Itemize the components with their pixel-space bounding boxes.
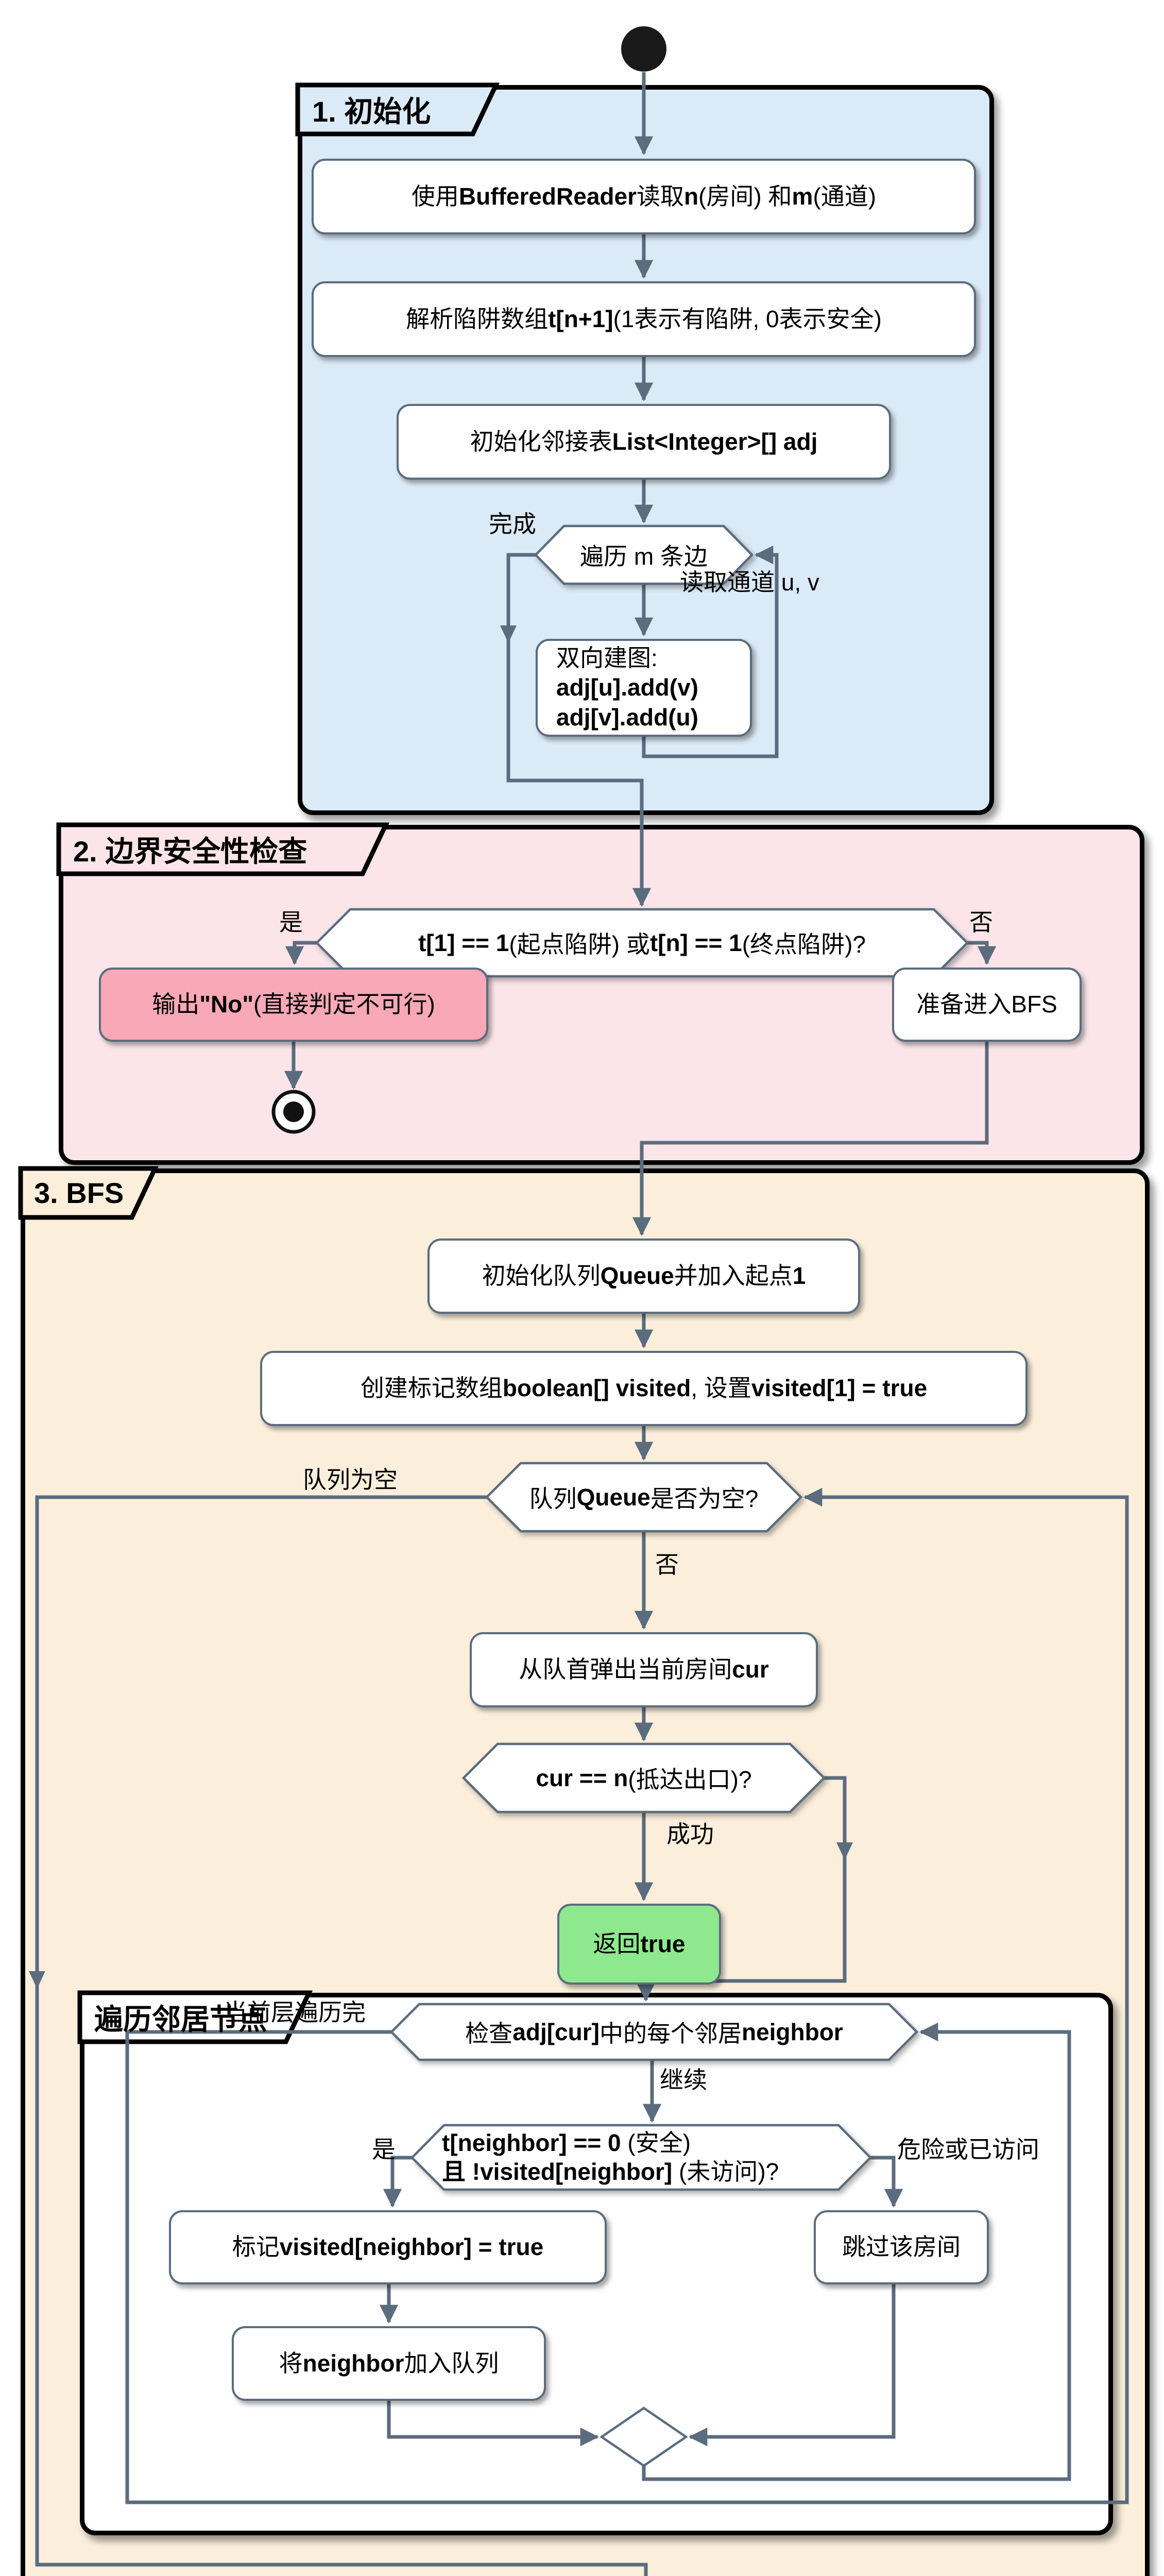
edge-label-danger: 危险或已访问 (897, 2136, 1039, 2163)
node-init-queue: 初始化队列 Queue 并加入起点 1 (427, 1239, 860, 1314)
edge-label-trap-yes: 是 (279, 909, 303, 936)
node-init-adj: 初始化邻接表 List<Integer>[] adj (397, 404, 891, 480)
decision-safe-check-line2: 且 !visited[neighbor] (未访问)? (442, 2158, 779, 2185)
edge-label-trap-no: 否 (969, 909, 993, 936)
edge-label-read-uv: 读取通道 u, v (680, 569, 819, 596)
decision-check-neighbors-label: 检查 adj[cur] 中的每个邻居 neighbor (465, 2019, 843, 2047)
node-return-true: 返回 true (557, 1904, 721, 1985)
node-build-graph-line2: adj[u].add(v) (556, 674, 698, 701)
node-build-graph-line1: 双向建图: (556, 644, 658, 671)
start-node (621, 26, 666, 72)
node-init-visited: 创建标记数组 boolean[] visited, 设置 visited[1] … (260, 1351, 1028, 1426)
edge-label-done: 完成 (489, 511, 536, 537)
decision-queue-empty-label: 队列 Queue 是否为空? (529, 1484, 759, 1512)
edge-label-continue: 继续 (660, 2066, 707, 2093)
node-output-no-early: 输出 "No" (直接判定不可行) (99, 968, 488, 1042)
node-skip-room: 跳过该房间 (814, 2210, 989, 2284)
node-build-graph: 双向建图: adj[u].add(v) adj[v].add(u) (536, 639, 752, 737)
decision-safe-check-line1: t[neighbor] == 0 (安全) (442, 2129, 691, 2157)
node-parse-traps: 解析陷阱数组 t[n+1] (1表示有陷阱, 0表示安全) (312, 281, 976, 357)
decision-trap-check-label: t[1] == 1 (起点陷阱) 或 t[n] == 1 (终点陷阱)? (418, 929, 866, 958)
node-enqueue: 将 neighbor 加入队列 (232, 2326, 546, 2401)
decision-reach-exit-label: cur == n (抵达出口)? (536, 1765, 752, 1793)
node-read-input: 使用 BufferedReader 读取 n (房间) 和 m(通道) (312, 159, 976, 234)
partition-title-bfs: 3. BFS (34, 1177, 124, 1209)
partition-title-boundary: 2. 边界安全性检查 (73, 835, 307, 868)
node-build-graph-line3: adj[v].add(u) (556, 703, 698, 731)
decision-safe-check-label: t[neighbor] == 0 (安全) 且 !visited[neighbo… (412, 2125, 870, 2190)
node-mark-visited: 标记 visited[neighbor] = true (169, 2210, 607, 2284)
edge-label-queue-empty: 队列为空 (303, 1466, 398, 1493)
edge-label-safe-yes: 是 (372, 2136, 396, 2163)
node-poll-cur: 从队首弹出当前房间 cur (470, 1632, 818, 1707)
edge-label-success: 成功 (666, 1821, 714, 1848)
node-prepare-bfs: 准备进入BFS (892, 968, 1082, 1042)
partition-title-init: 1. 初始化 (312, 95, 431, 128)
edge-label-not-empty: 否 (655, 1551, 679, 1578)
edge-label-layer-done: 当前层遍历完 (224, 1999, 366, 2026)
